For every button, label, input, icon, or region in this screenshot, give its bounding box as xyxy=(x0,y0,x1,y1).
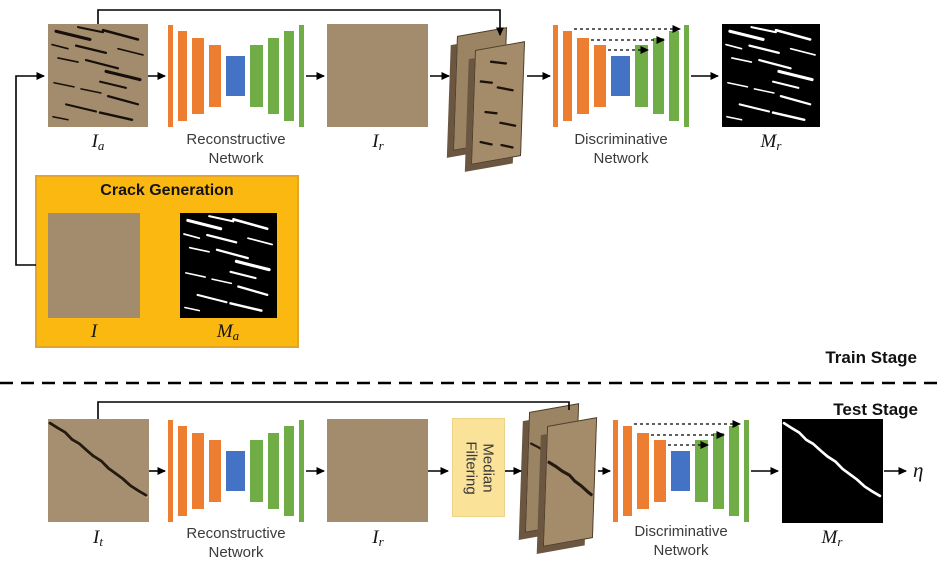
image-it xyxy=(48,419,149,522)
image-ir-train xyxy=(327,24,428,127)
image-mr-train xyxy=(722,24,820,127)
reconstructive-network-test xyxy=(168,420,304,522)
decoder-bar xyxy=(669,31,679,121)
decoder-bar xyxy=(268,38,279,114)
decoder-bar xyxy=(299,25,304,127)
decoder-bar xyxy=(635,45,648,107)
crack-generation-title: Crack Generation xyxy=(100,182,234,199)
encoder-bar xyxy=(209,45,221,107)
encoder-bar xyxy=(553,25,558,127)
label-ir-train: Ir xyxy=(372,131,384,153)
bottleneck-bar xyxy=(671,451,690,491)
label-mr-test: Mr xyxy=(821,527,843,549)
train-stage-label: Train Stage xyxy=(825,348,917,367)
encoder-bar xyxy=(613,420,618,522)
image-ia xyxy=(48,24,148,127)
encoder-bar xyxy=(577,38,589,114)
decoder-bar xyxy=(250,45,263,107)
panel-texture xyxy=(543,418,597,546)
label-ir-test: Ir xyxy=(372,527,384,549)
reconstructive-network-label-test: Reconstructive Network xyxy=(186,525,286,561)
bottleneck-bar xyxy=(611,56,630,96)
encoder-bar xyxy=(178,426,187,516)
decoder-bar xyxy=(744,420,749,522)
decoder-bar xyxy=(268,433,279,509)
bottleneck-bar xyxy=(226,451,245,491)
discriminative-network-label-test: Discriminative Network xyxy=(634,523,728,559)
bottleneck-bar xyxy=(226,56,245,96)
image-ma xyxy=(180,213,277,318)
stacked-image-front-train xyxy=(471,41,525,165)
stacked-image-front-test xyxy=(542,417,598,547)
decoder-bar xyxy=(713,433,724,509)
reconstructive-network-label-train: Reconstructive Network xyxy=(186,131,286,167)
decoder-bar xyxy=(653,38,664,114)
encoder-bar xyxy=(192,433,204,509)
test-stage-label: Test Stage xyxy=(833,400,918,419)
eta-output-label: η xyxy=(913,458,924,482)
image-ir-train-texture xyxy=(327,24,428,127)
decoder-bar xyxy=(284,426,294,516)
image-mr-train-texture xyxy=(722,24,820,127)
encoder-bar xyxy=(168,25,173,127)
encoder-bar xyxy=(654,440,666,502)
decoder-bar xyxy=(729,426,739,516)
image-ir-test xyxy=(327,419,428,522)
image-i-texture xyxy=(48,213,140,318)
discriminative-network-label-train: Discriminative Network xyxy=(574,131,668,167)
encoder-bar xyxy=(178,31,187,121)
label-it: It xyxy=(93,527,103,549)
encoder-bar xyxy=(594,45,606,107)
decoder-bar xyxy=(695,440,708,502)
reconstructive-network-train xyxy=(168,25,304,127)
image-ia-texture xyxy=(48,24,148,127)
encoder-bar xyxy=(209,440,221,502)
image-mr-test xyxy=(782,419,883,523)
image-it-texture xyxy=(48,419,149,522)
encoder-bar xyxy=(637,433,649,509)
label-i: I xyxy=(90,321,98,342)
image-mr-test-texture xyxy=(782,419,883,523)
label-ia: Ia xyxy=(91,131,105,153)
panel-texture xyxy=(472,42,524,164)
image-i xyxy=(48,213,140,318)
discriminative-network-test xyxy=(613,420,749,522)
decoder-bar xyxy=(684,25,689,127)
median-filtering-box: Median Filtering xyxy=(452,418,505,517)
encoder-bar xyxy=(168,420,173,522)
encoder-bar xyxy=(623,426,632,516)
label-mr-train: Mr xyxy=(760,131,782,153)
discriminative-network-train xyxy=(553,25,689,127)
image-ir-test-texture xyxy=(327,419,428,522)
image-ma-texture xyxy=(180,213,277,318)
decoder-bar xyxy=(250,440,263,502)
median-filtering-label: Median Filtering xyxy=(461,440,496,495)
encoder-bar xyxy=(192,38,204,114)
decoder-bar xyxy=(284,31,294,121)
label-ma: Ma xyxy=(216,321,240,343)
encoder-bar xyxy=(563,31,572,121)
decoder-bar xyxy=(299,420,304,522)
